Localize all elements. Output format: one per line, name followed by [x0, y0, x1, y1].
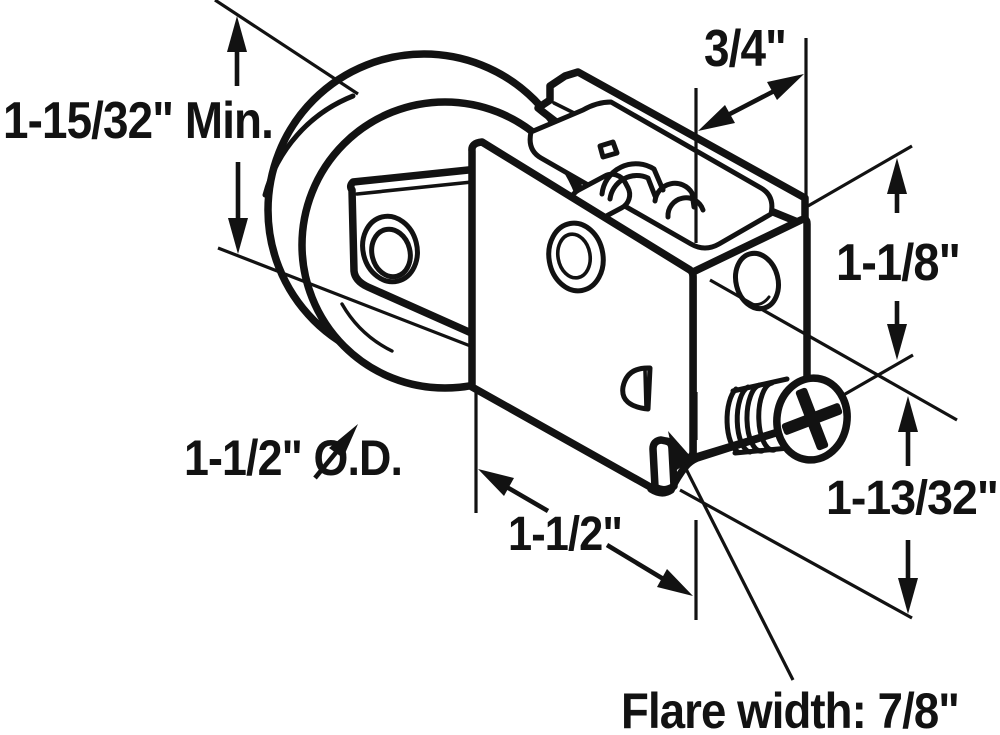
thread-ridge-2: [734, 384, 753, 455]
dim-lower-height-label: 1-13/32": [826, 472, 998, 525]
dim-base-width-label: 1-1/2": [508, 508, 622, 561]
arrow-up-icon: [898, 396, 918, 432]
arrow-shaft-downright: [605, 543, 667, 582]
dim-line-diagonal: [722, 86, 780, 120]
wheel-groove-arc: [262, 93, 356, 198]
dimension-annotations: 1-15/32" Min. 3/4" 1-1/8": [3, 0, 999, 735]
dim-base-width: 1-1/2": [474, 392, 698, 620]
dim-wheel-od: 1-1/2" O.D.: [184, 424, 403, 486]
mechanism-tab: [597, 139, 620, 160]
adjustment-screw: [724, 353, 914, 464]
thread-ridge-1: [724, 386, 741, 455]
dim-side-height-label: 1-1/8": [836, 234, 960, 292]
arrow-upright-icon: [329, 424, 358, 458]
arrow-down-icon: [898, 578, 918, 614]
arrow-downright-icon: [657, 569, 693, 596]
dim-flare-width: Flare width: 7/8": [621, 431, 960, 735]
flare-tab-hook: [649, 436, 678, 494]
flare-tab: [647, 425, 792, 497]
plate-hole-inner: [555, 232, 593, 280]
housing-hole: [733, 250, 781, 312]
dim-wheel-od-label: 1-1/2" O.D.: [184, 430, 402, 486]
mechanism-hump-1: [652, 180, 697, 210]
ext-line-upper: [709, 278, 958, 422]
dim-top-width: 3/4": [694, 20, 808, 243]
arrow-upright-icon: [767, 74, 804, 100]
dim-min-height-label: 1-15/32" Min.: [3, 92, 273, 150]
mechanism-arch-outer: [599, 161, 666, 197]
leader-line: [679, 458, 795, 681]
arrow-up-icon: [227, 16, 247, 52]
phillips-cross-icon: [781, 387, 843, 451]
rivet-outer: [360, 213, 420, 285]
mechanism-arch-inner: [607, 173, 658, 202]
arrow-down-icon: [887, 324, 907, 360]
ext-line-top: [214, 0, 359, 96]
rivet-bracket-edge: [355, 180, 474, 196]
arrow-downleft-icon: [698, 105, 735, 131]
dim-min-height: 1-15/32" Min.: [3, 0, 474, 349]
rivet-inner: [369, 226, 413, 280]
thread-ridge-3: [744, 382, 765, 454]
leader-shaft: [313, 448, 340, 480]
arrow-upleft-icon: [478, 469, 514, 496]
dim-top-width-label: 3/4": [704, 20, 786, 78]
dim-flare-width-label: Flare width: 7/8": [621, 683, 959, 735]
arrow-up-icon: [887, 158, 907, 194]
screw-threads: [724, 376, 792, 456]
thread-ridge-4: [756, 380, 777, 453]
dim-side-height: 1-1/8": [807, 144, 961, 360]
mechanism-hump-2: [665, 195, 706, 220]
plate-button-edge: [643, 368, 648, 409]
plate-button: [620, 365, 653, 412]
dim-lower-height: 1-13/32": [679, 278, 999, 620]
wheel-highlight: [340, 302, 394, 353]
housing-channel-opening: [527, 99, 775, 251]
ext-line-upper: [807, 144, 913, 208]
arrow-down-icon: [228, 218, 248, 254]
ext-line-lower: [679, 488, 913, 620]
ext-line-bottom: [217, 246, 474, 349]
arrow-shaft-upleft: [503, 484, 550, 513]
arrow-upleft-icon: [668, 431, 691, 465]
